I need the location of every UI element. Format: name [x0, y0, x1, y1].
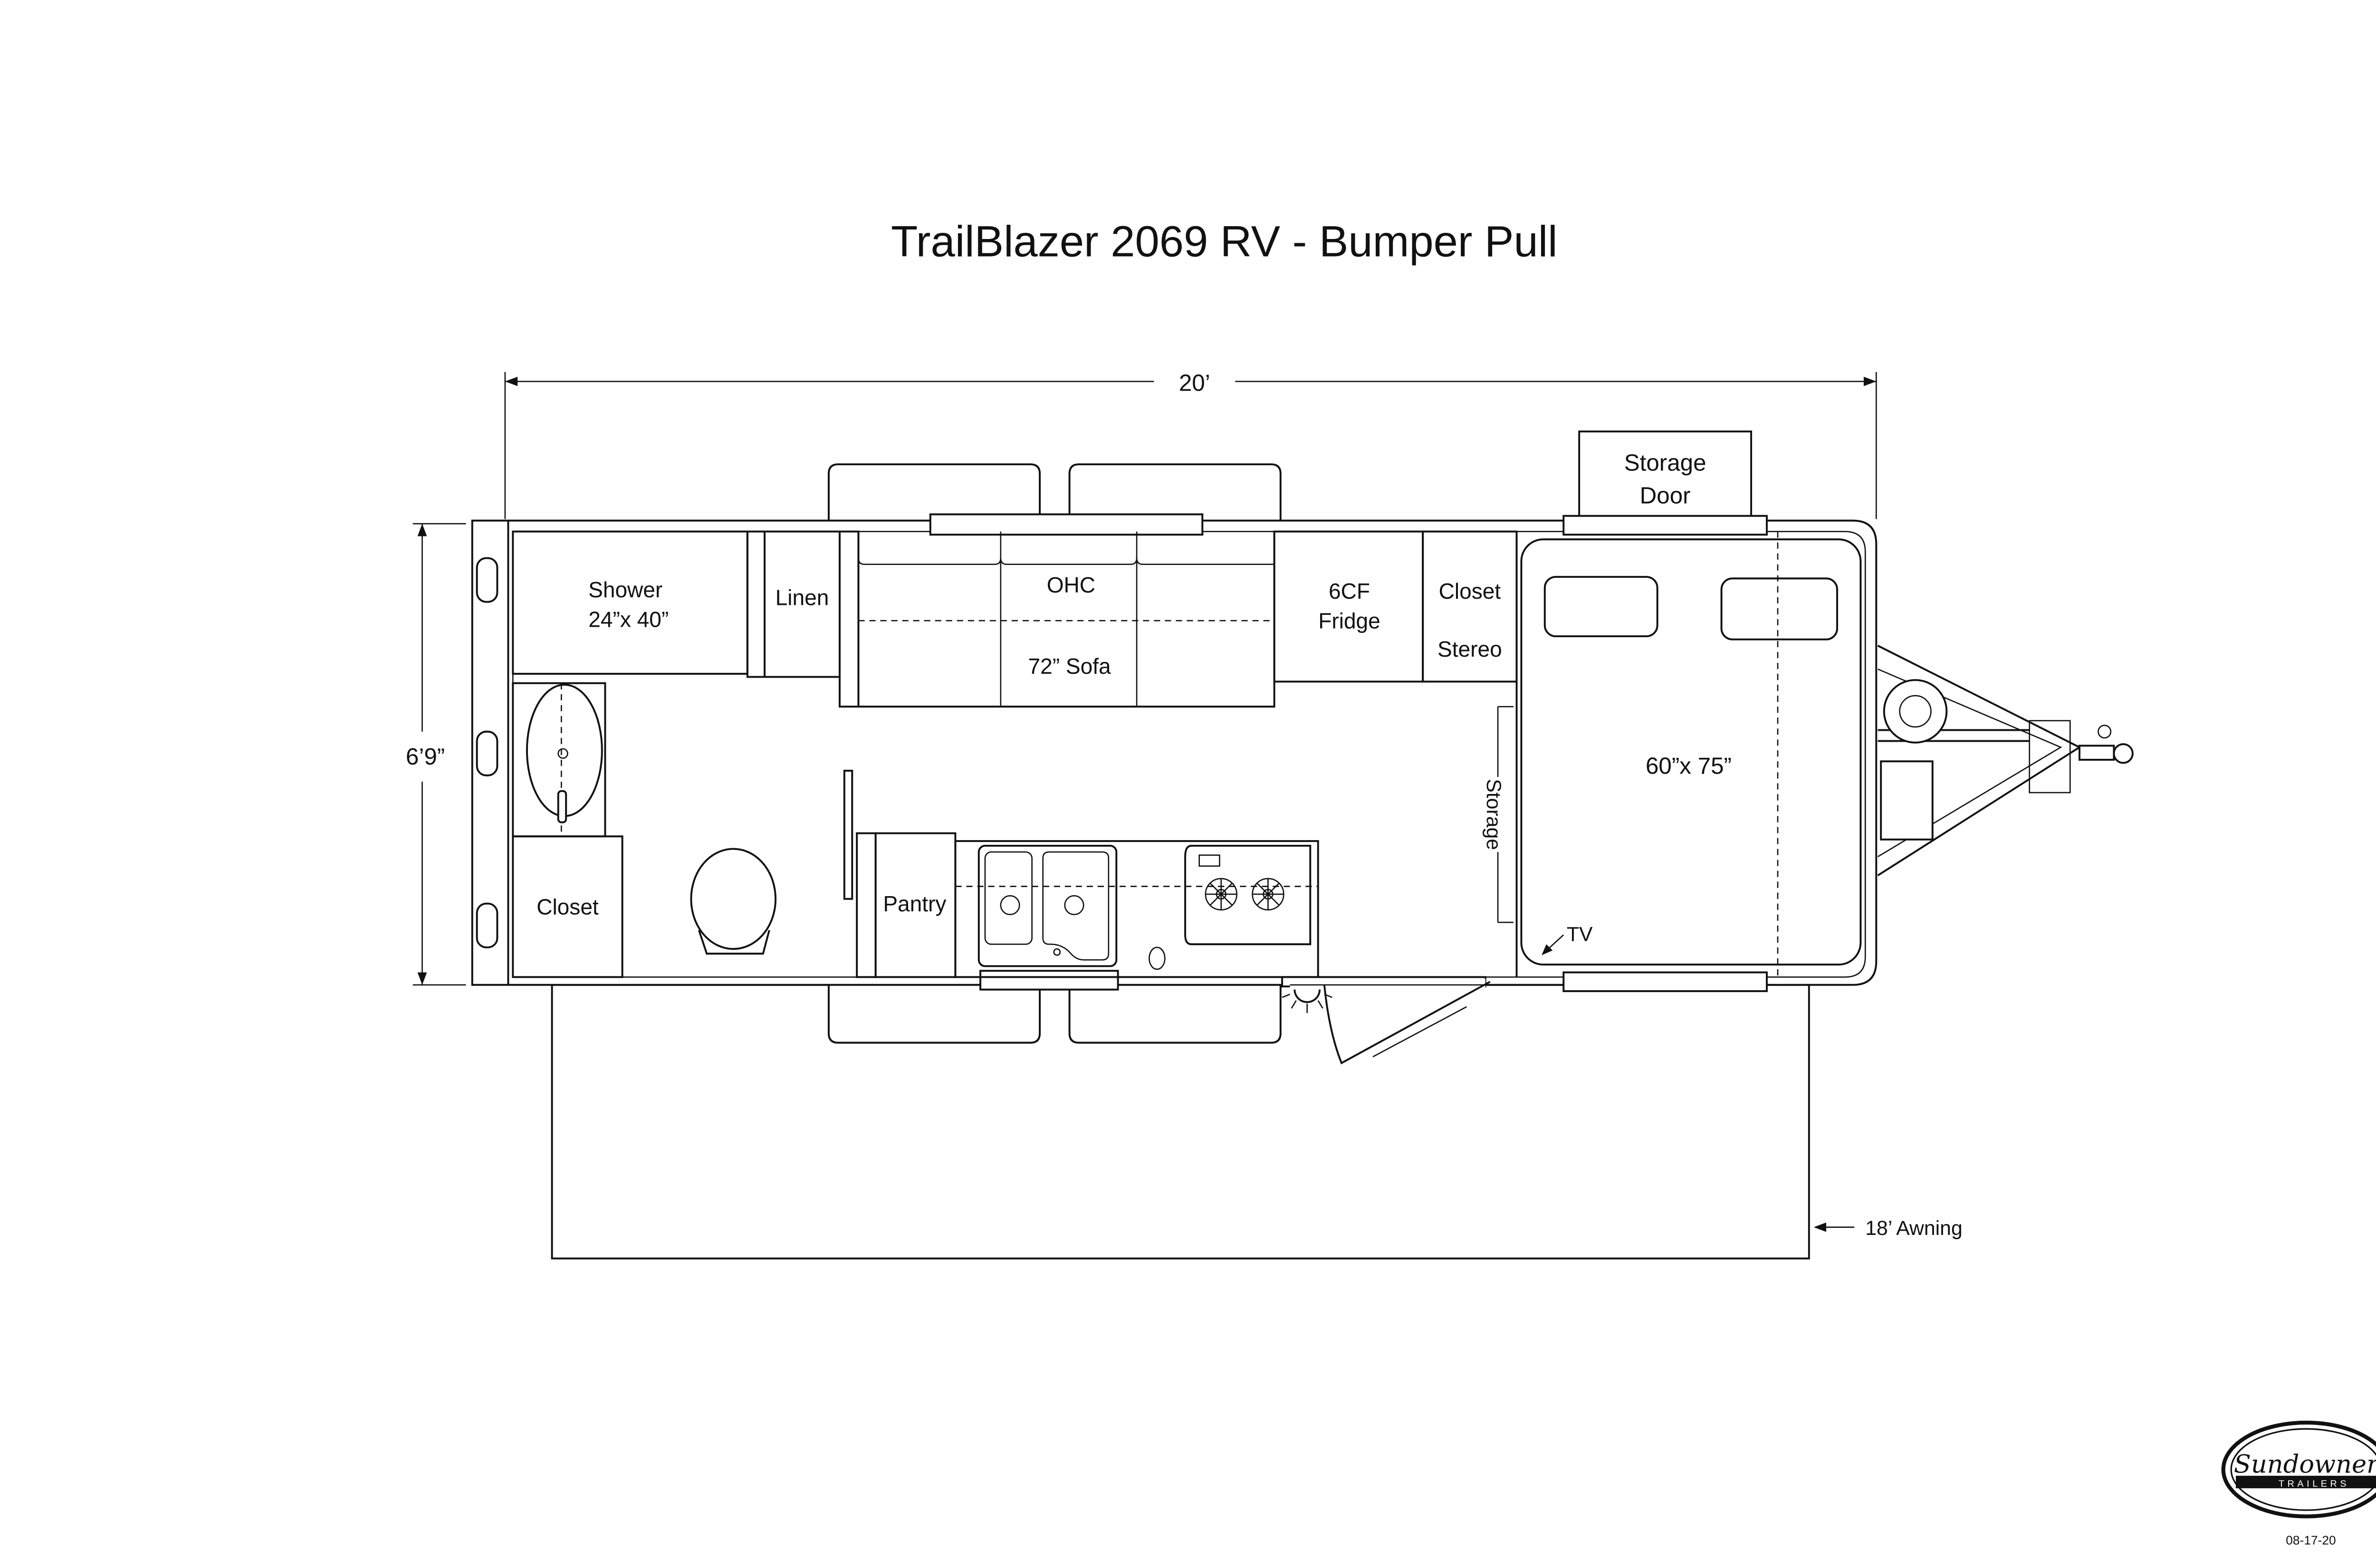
shower-label: Shower — [588, 577, 662, 602]
closet-rear-label: Closet — [537, 895, 599, 919]
slideout-bottom-2 — [1068, 985, 1282, 1044]
faucet-icon — [557, 790, 567, 823]
page-title: TrailBlazer 2069 RV - Bumper Pull — [891, 217, 1558, 266]
ohc-label: OHC — [1047, 573, 1095, 597]
length-dimension: 20’ — [504, 370, 1877, 519]
window — [1562, 515, 1768, 536]
tail-lights — [476, 557, 498, 948]
pillow — [1720, 577, 1839, 641]
hitch-ball — [2113, 743, 2134, 764]
storage-door — [1578, 430, 1753, 522]
shower-size-label: 24”x 40” — [588, 607, 669, 631]
propane-tank — [1880, 760, 1934, 841]
tv-label: TV — [1567, 923, 1593, 946]
sundowner-logo: Sundowner TRAILERS — [2221, 1420, 2376, 1519]
entry-door — [1290, 978, 1491, 1065]
storage-door-label-2: Door — [1640, 482, 1691, 508]
logo-brand: Sundowner — [2234, 1450, 2376, 1479]
window — [979, 970, 1119, 991]
kitchen-counter — [954, 840, 1319, 978]
porch-light-icon — [1282, 989, 1332, 1013]
linen-label: Linen — [776, 585, 829, 610]
width-dimension: 6’9” — [406, 523, 466, 986]
slideout-top-1 — [827, 463, 1041, 521]
stove-icon — [1184, 844, 1312, 946]
spare-tire — [1883, 679, 1948, 744]
width-label: 6’9” — [406, 744, 445, 770]
trailer-tongue — [1877, 645, 2134, 877]
toilet-icon — [690, 848, 777, 955]
window — [1562, 971, 1768, 992]
fridge-label: 6CF — [1329, 579, 1370, 603]
sofa-label: 72” Sofa — [1028, 654, 1111, 679]
awning-label: 18’ Awning — [1865, 1217, 1963, 1240]
stereo-label: Stereo — [1437, 637, 1502, 661]
window — [929, 513, 1204, 536]
storage-indicator: Storage — [1482, 706, 1514, 923]
revision-date: 08-17-20 — [2286, 1533, 2336, 1548]
bed-label: 60”x 75” — [1646, 753, 1732, 779]
slideout-bottom-1 — [827, 985, 1041, 1044]
logo-sub: TRAILERS — [2279, 1479, 2349, 1489]
thermostat-icon — [1149, 947, 1166, 970]
length-label: 20’ — [1179, 370, 1210, 396]
bed — [1520, 538, 1862, 966]
storage-label: Storage — [1482, 779, 1505, 850]
slideout-top-2 — [1068, 463, 1282, 521]
fridge-label-2: Fridge — [1318, 609, 1380, 633]
trailer-shell — [471, 519, 1878, 986]
closet-rear — [512, 835, 623, 978]
kitchen-sink-icon — [977, 844, 1118, 967]
storage-door-label: Storage — [1624, 449, 1706, 476]
pillow — [1543, 576, 1658, 638]
closet-label: Closet — [1439, 579, 1501, 603]
bath-door — [843, 770, 853, 900]
pantry-label: Pantry — [883, 891, 946, 916]
